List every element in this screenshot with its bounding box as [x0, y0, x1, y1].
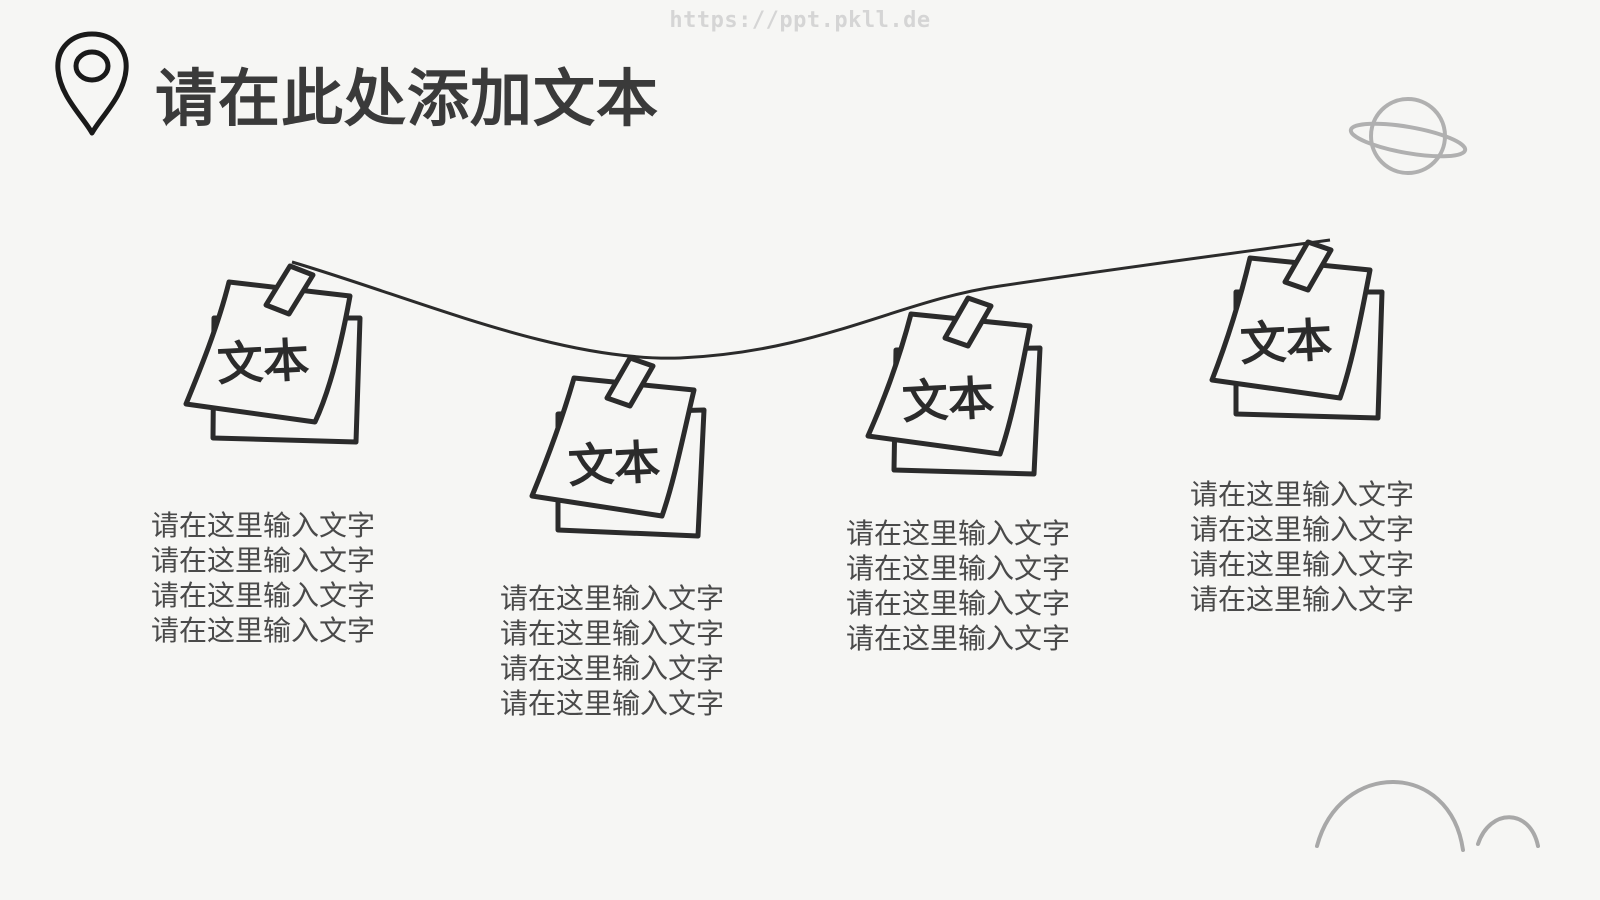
text-line: 请在这里输入文字	[500, 687, 725, 720]
note-label-2: 文本	[566, 434, 662, 494]
text-line: 请在这里输入文字	[500, 617, 725, 650]
text-line: 请在这里输入文字	[151, 509, 376, 542]
watermark-text: https://ppt.pkll.de	[669, 8, 931, 33]
text-line: 请在这里输入文字	[846, 622, 1071, 655]
text-line: 请在这里输入文字	[151, 614, 376, 647]
text-line: 请在这里输入文字	[500, 652, 725, 685]
hanging-string	[291, 238, 1331, 360]
text-line: 请在这里输入文字	[1190, 583, 1415, 616]
planet-icon	[1348, 97, 1468, 175]
text-block-3: 请在这里输入文字 请在这里输入文字 请在这里输入文字 请在这里输入文字	[846, 516, 1106, 656]
text-line: 请在这里输入文字	[1190, 548, 1415, 581]
text-line: 请在这里输入文字	[846, 587, 1071, 620]
page-title: 请在此处添加文本	[155, 62, 660, 135]
note-label-1: 文本	[215, 332, 311, 392]
text-line: 请在这里输入文字	[1190, 478, 1415, 511]
text-line: 请在这里输入文字	[151, 544, 376, 577]
text-line: 请在这里输入文字	[1190, 513, 1415, 546]
text-line: 请在这里输入文字	[846, 552, 1071, 585]
text-line: 请在这里输入文字	[151, 579, 376, 612]
map-pin-icon	[55, 31, 129, 136]
text-block-1: 请在这里输入文字 请在这里输入文字 请在这里输入文字 请在这里输入文字	[151, 508, 411, 648]
text-line: 请在这里输入文字	[846, 517, 1071, 550]
text-block-2: 请在这里输入文字 请在这里输入文字 请在这里输入文字 请在这里输入文字	[500, 581, 760, 721]
note-label-4: 文本	[1238, 312, 1334, 372]
text-line: 请在这里输入文字	[500, 582, 725, 615]
text-block-4: 请在这里输入文字 请在这里输入文字 请在这里输入文字 请在这里输入文字	[1190, 477, 1450, 617]
hill-arcs	[1315, 780, 1540, 852]
note-label-3: 文本	[900, 370, 996, 430]
